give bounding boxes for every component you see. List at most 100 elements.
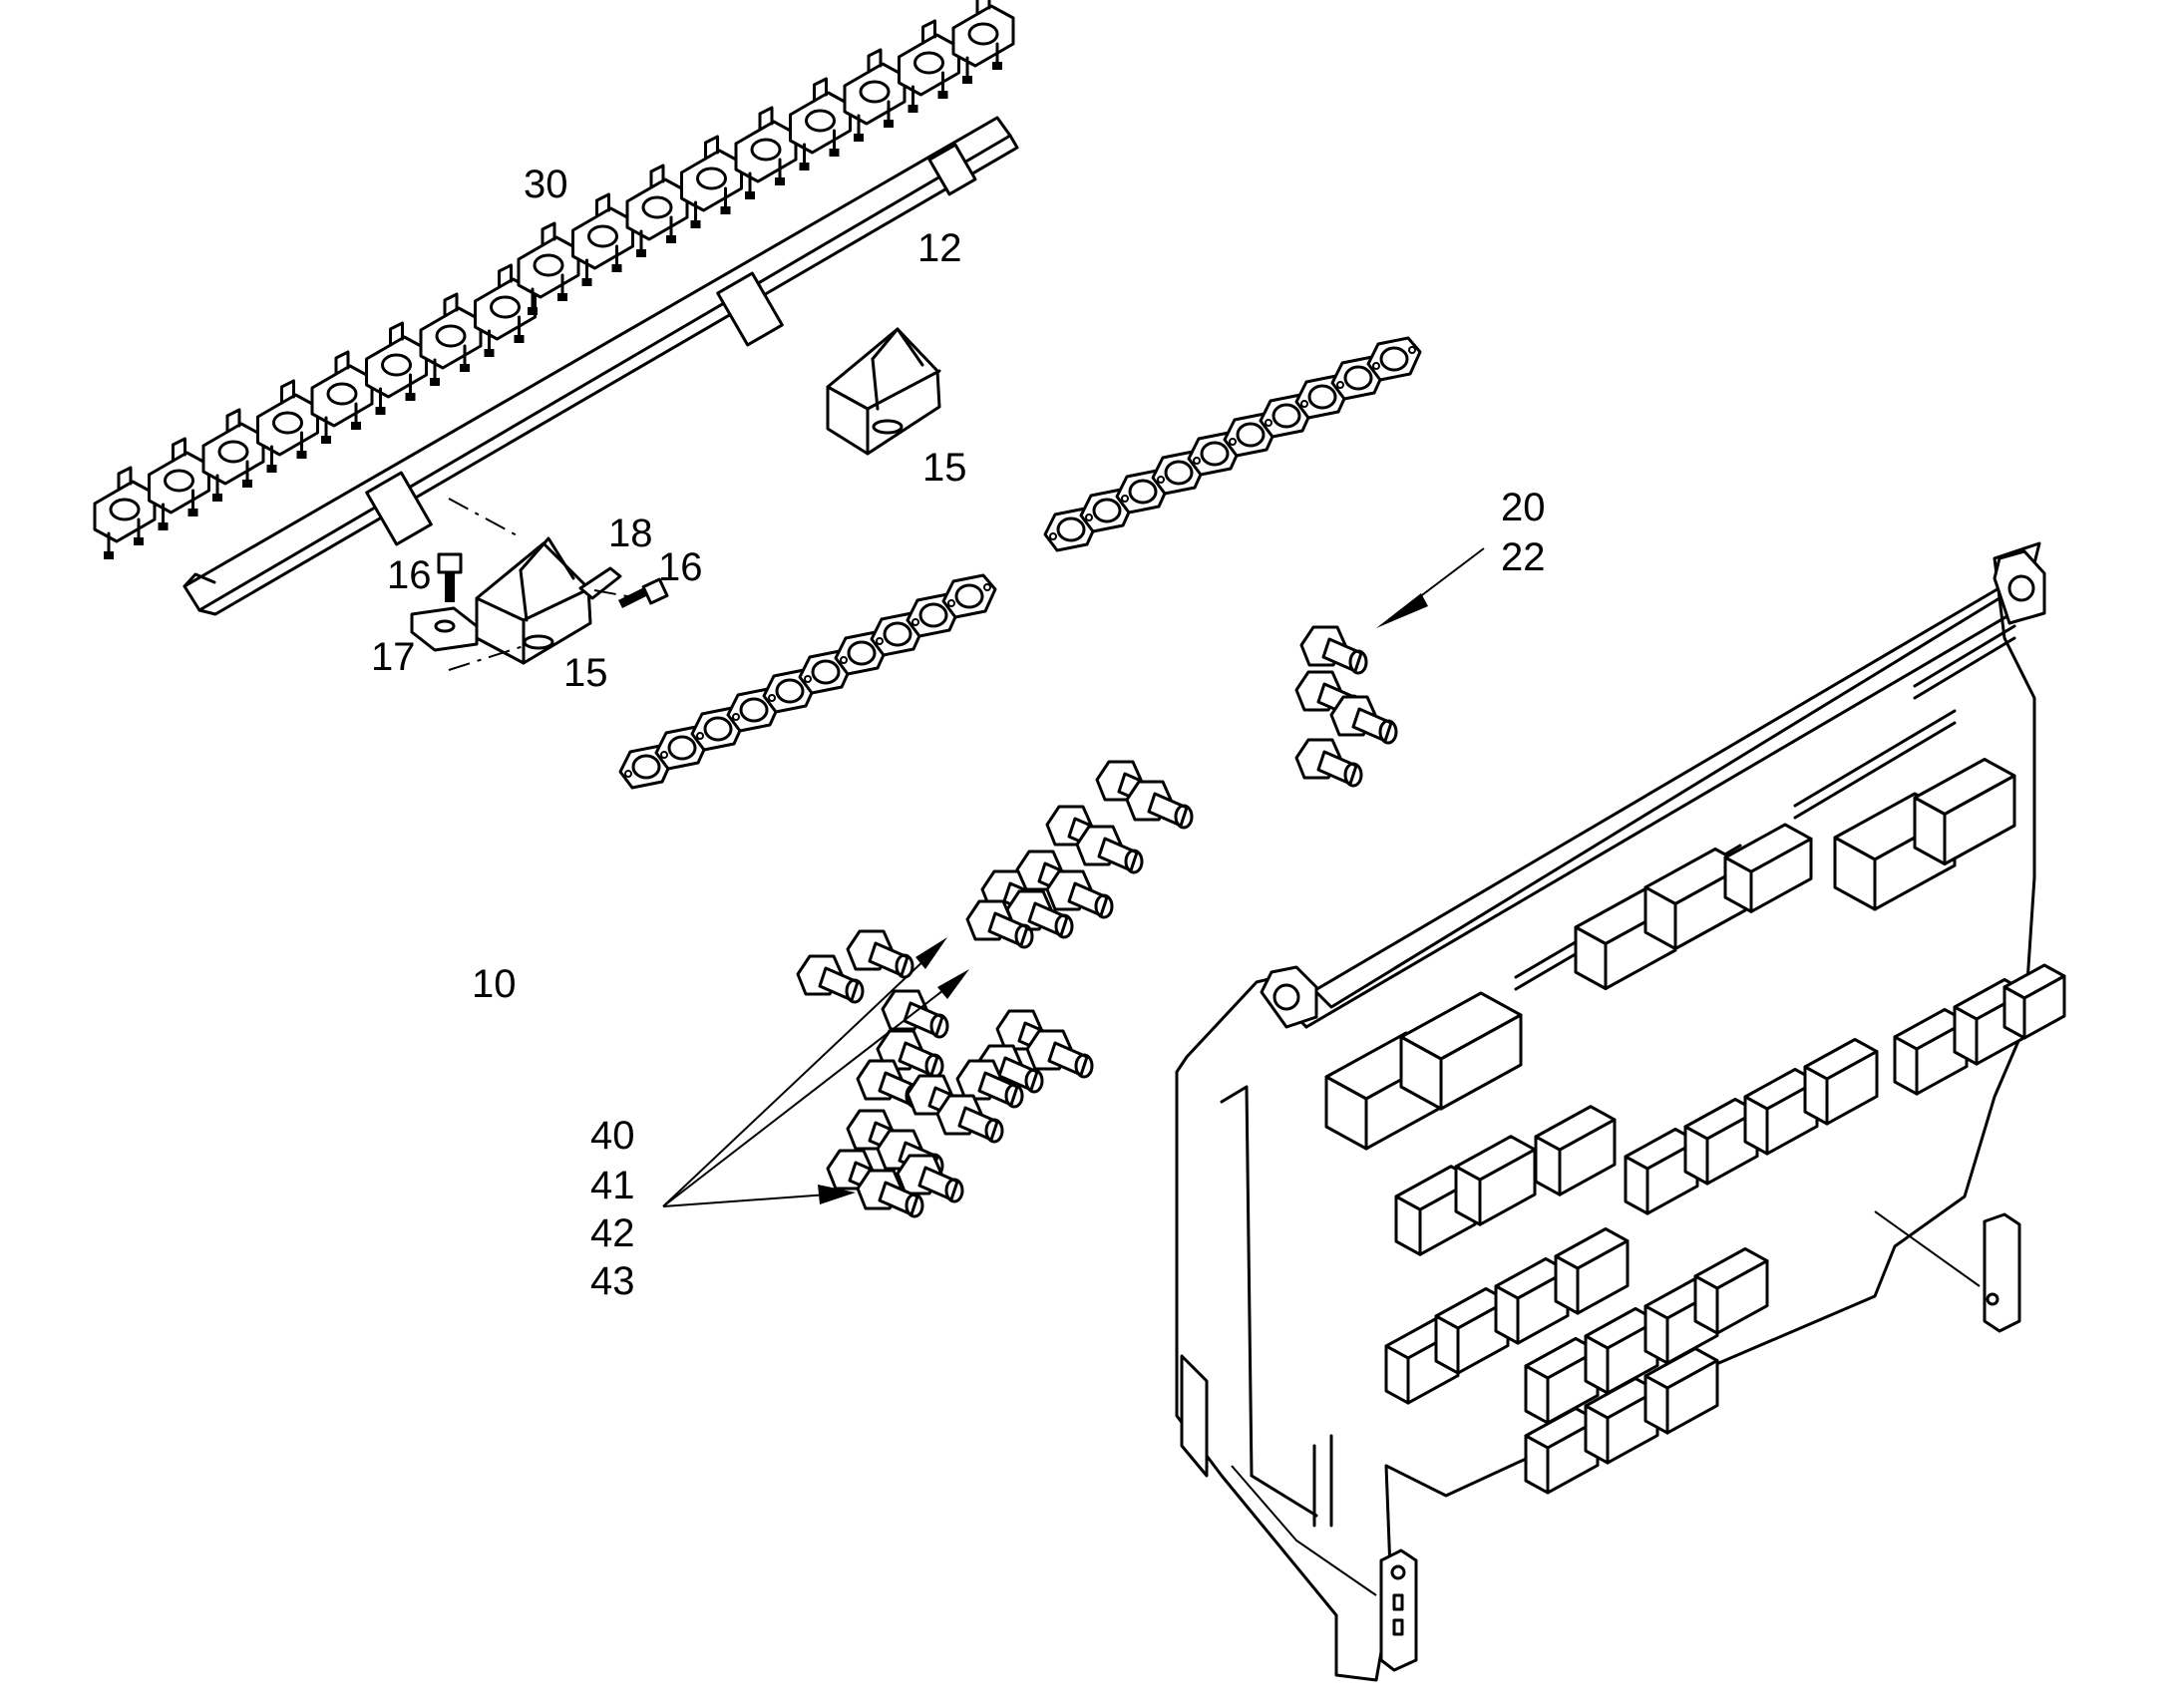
clamp-row-left — [93, 263, 537, 559]
hose-fitting — [856, 1169, 924, 1218]
clamp-nut — [514, 335, 525, 343]
flange-bore — [775, 678, 805, 704]
clamp-body — [93, 480, 157, 543]
solenoid-coil — [1953, 978, 2028, 1066]
flange-plate — [941, 573, 997, 619]
hose-fill — [1249, 460, 1285, 727]
clamp-nut — [611, 264, 622, 272]
callout-20: 20 — [1501, 486, 1546, 529]
clamp-bore — [967, 22, 999, 46]
clamp-cap — [704, 135, 719, 161]
clamp-cap — [389, 321, 404, 347]
coil-front — [1825, 1050, 1879, 1126]
hose-fitting — [1045, 869, 1114, 919]
hose-fitting — [796, 954, 865, 1004]
hose-fitting — [1299, 625, 1368, 675]
flange — [941, 573, 997, 619]
flange-hole — [1336, 381, 1344, 389]
coil-front — [1558, 1118, 1617, 1196]
clamp-bore — [641, 195, 673, 219]
clamp-body — [898, 33, 960, 97]
solenoid-coil — [1399, 991, 1523, 1111]
callout-15-upper: 15 — [922, 446, 967, 490]
flange — [1366, 336, 1422, 382]
flange-bore — [918, 602, 948, 628]
support-rail — [182, 116, 1019, 616]
clamp-body — [789, 91, 852, 155]
hose-fitting — [856, 1059, 924, 1109]
flange-hole — [1121, 495, 1129, 503]
flange-bore — [703, 716, 733, 742]
clamp-cap — [225, 408, 241, 434]
callout-30: 30 — [524, 163, 568, 206]
flange-hole — [983, 583, 991, 591]
hose-fill — [789, 729, 907, 1046]
leader-lines — [662, 547, 1485, 1207]
fitting-bore — [845, 978, 865, 1004]
hose-fill — [889, 709, 976, 966]
clamp — [310, 350, 374, 444]
flange-bore — [1056, 516, 1086, 542]
callout-16-left: 16 — [387, 553, 432, 597]
clamp-nut — [296, 451, 307, 459]
fitting-bore — [1004, 1083, 1024, 1109]
flange-hole — [660, 751, 668, 759]
bracket-upper — [826, 327, 941, 456]
clamp — [789, 77, 852, 171]
clamp-bore — [109, 498, 141, 521]
solenoid-coil — [1643, 1347, 1719, 1435]
flange-bore — [1343, 365, 1373, 391]
flange-hole — [804, 675, 812, 683]
clamp — [419, 292, 483, 386]
hose-fitting — [965, 899, 1034, 949]
hose-fitting — [1294, 738, 1363, 788]
clamp-cap — [334, 350, 350, 376]
fitting-bore — [1094, 893, 1114, 919]
clamp-nut — [460, 364, 470, 372]
clamp — [93, 466, 157, 559]
fitting-bore — [1014, 923, 1034, 949]
callout-15-lower: 15 — [563, 651, 608, 695]
clamp — [571, 192, 634, 286]
hose-fill — [585, 779, 727, 1006]
clamp-cap — [117, 466, 133, 492]
clamp-body — [571, 206, 634, 270]
solenoid-coil — [1584, 1377, 1659, 1465]
fitting-bore — [1348, 649, 1368, 675]
hose-fill — [662, 759, 807, 1066]
flange-hole — [768, 694, 776, 702]
hose-fill — [1016, 549, 1086, 807]
flange-hole — [1408, 346, 1416, 354]
clamp-nut — [829, 149, 840, 157]
hose-fill — [1198, 480, 1236, 727]
washer-18 — [578, 566, 622, 600]
flange-bore — [954, 583, 984, 609]
clamp-nut — [636, 249, 646, 257]
clamp-body — [680, 149, 743, 212]
flange-bore — [1307, 384, 1337, 410]
clamp-nut — [375, 407, 386, 415]
clamp-bore — [750, 138, 782, 162]
flange-hole — [840, 656, 848, 664]
callout-16-right: 16 — [658, 545, 703, 589]
clamp-bore — [164, 469, 194, 493]
callout-22: 22 — [1501, 535, 1546, 579]
solenoid-coil — [1693, 1247, 1769, 1335]
clamp — [201, 408, 265, 502]
fitting-bore — [1378, 719, 1398, 745]
flange-row-upper — [1043, 336, 1422, 552]
clamp-nut — [799, 163, 810, 171]
hose-fitting — [1125, 780, 1194, 830]
flange-bore — [811, 659, 841, 685]
clamp-nut — [266, 465, 277, 473]
clamp-cap — [975, 0, 991, 16]
hose-fitting — [1329, 695, 1398, 745]
clamp-nut — [581, 278, 592, 286]
clamp-cap — [280, 379, 295, 405]
clamp-cap — [541, 221, 556, 247]
clamp-body — [419, 306, 483, 370]
clamp-nut — [528, 307, 538, 315]
flange-row-lower — [618, 573, 997, 790]
